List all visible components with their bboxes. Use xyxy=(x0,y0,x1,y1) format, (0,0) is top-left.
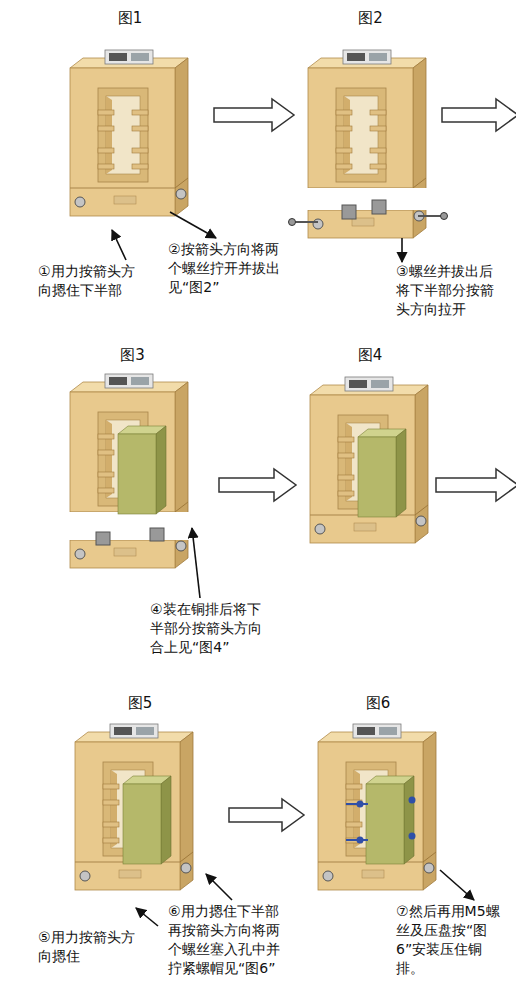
step-arrow xyxy=(214,99,294,131)
figure-panel: 图6 xyxy=(308,693,448,903)
step-arrow xyxy=(219,469,296,501)
figure-title: 图1 xyxy=(60,8,200,28)
figure-panel: 图2 xyxy=(298,8,443,243)
figure-panel: 图5 xyxy=(65,693,215,908)
figure-title: 图3 xyxy=(60,345,205,365)
step-note: ⑥用力摁住下半部再按箭头方向将两个螺丝塞入孔中并拧紧螺帽见“图6” xyxy=(168,902,284,978)
step-note: ⑤用力按箭头方向摁住 xyxy=(38,928,140,966)
figure-panel: 图3 xyxy=(60,345,205,575)
step-arrow xyxy=(229,799,304,831)
step-note: ②按箭头方向将两个螺丝拧开并拔出见“图2” xyxy=(168,240,286,297)
figure-title: 图5 xyxy=(65,693,215,713)
figure-title: 图6 xyxy=(308,693,448,713)
figure-title: 图2 xyxy=(298,8,443,28)
figure-title: 图4 xyxy=(300,345,440,365)
figure-panel: 图1 xyxy=(60,8,200,228)
step-note: ③螺丝并拔出后将下半部分按箭头方向拉开 xyxy=(396,262,498,319)
figure-panel: 图4 xyxy=(300,345,440,577)
step-note: ⑦然后再用M5螺丝及压盘按“图6”安装压住铜排。 xyxy=(396,902,500,978)
step-note: ①用力按箭头方向摁住下半部 xyxy=(38,262,140,300)
step-note: ④装在铜排后将下半部分按箭头方向合上见“图4” xyxy=(150,600,266,657)
